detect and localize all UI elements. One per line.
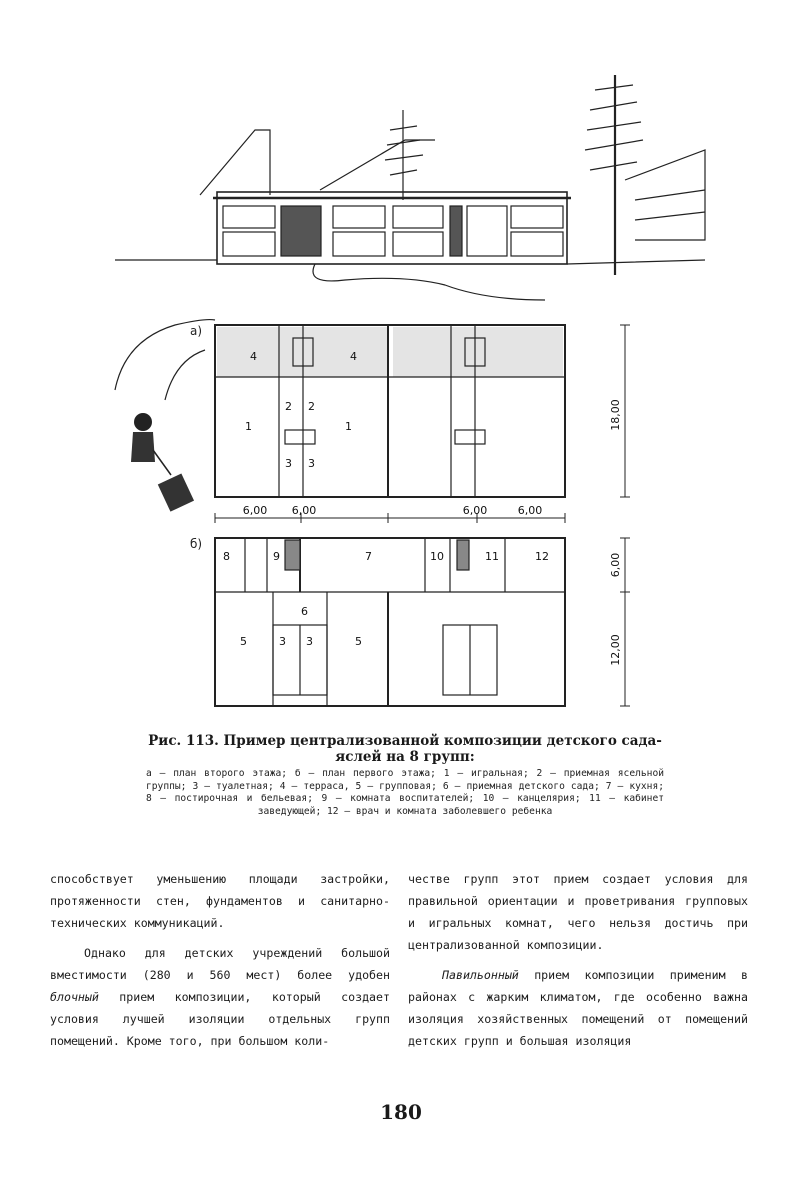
background-building-middle [319,139,435,191]
svg-text:6: 6 [301,605,308,618]
person-figure [131,413,195,512]
plan-a-label: а) [190,324,202,338]
svg-text:12: 12 [535,550,549,563]
plan-b [214,537,566,707]
svg-text:6,00: 6,00 [292,504,317,517]
svg-text:1: 1 [245,420,252,433]
paragraph-left-2: Однако для детских учреждений большой вм… [50,946,390,1048]
tree-right [584,75,644,275]
svg-text:9: 9 [273,550,280,563]
svg-text:3: 3 [306,635,313,648]
svg-text:3: 3 [279,635,286,648]
paragraph-right-2: Павильонный прием композиции применим в … [408,968,748,1048]
paragraph-left-1: способствует уменьшению площади застройк… [50,872,390,930]
page-number: 180 [380,1100,422,1124]
background-building-right [624,149,706,241]
svg-text:3: 3 [285,457,292,470]
paragraph-right-1: честве групп этот прием создает условия … [408,872,748,952]
svg-text:7: 7 [365,550,372,563]
svg-text:1: 1 [345,420,352,433]
svg-text:5: 5 [355,635,362,648]
svg-text:8: 8 [223,550,230,563]
emphasis-blochny: блочный [50,990,99,1004]
architectural-drawing: а) 4 4 1 1 2 2 3 3 [114,75,706,707]
terrace-right [393,327,563,377]
terrace-left [217,327,387,377]
dimension-widths: 6,00 6,00 6,00 6,00 [243,504,543,517]
svg-text:4: 4 [350,350,357,363]
plan-b-label: б) [190,537,202,551]
figure-caption: Рис. 113. Пример централизованной композ… [140,733,670,818]
plan-b-room-labels: 8 9 7 10 11 12 6 5 5 3 3 [223,550,549,648]
svg-text:6,00: 6,00 [518,504,543,517]
svg-text:2: 2 [308,400,315,413]
svg-text:3: 3 [308,457,315,470]
svg-text:6,00: 6,00 [243,504,268,517]
caption-title: Рис. 113. Пример централизованной композ… [148,733,662,765]
svg-text:6,00: 6,00 [463,504,488,517]
dimension-height-b-top: 6,00 [609,553,622,578]
dimension-height-b-bottom: 12,00 [609,634,622,666]
emphasis-pavilonny: Павильонный [442,968,519,982]
svg-text:4: 4 [250,350,257,363]
path-curve [312,263,546,301]
dimension-height-a: 18,00 [609,399,622,431]
text-column-right: честве групп этот прием создает условия … [408,868,748,1052]
svg-text:2: 2 [285,400,292,413]
text-column-left: способствует уменьшению площади застройк… [50,868,390,1052]
background-building-left [199,129,271,196]
svg-text:11: 11 [485,550,499,563]
ground-line [115,259,706,265]
plan-a-room-labels: 4 4 1 1 2 2 3 3 [245,350,357,470]
svg-text:10: 10 [430,550,444,563]
svg-text:5: 5 [240,635,247,648]
caption-legend: а — план второго этажа; б — план первого… [146,768,664,817]
path-left [114,318,216,391]
plan-a [214,324,566,498]
tree-middle [384,110,424,200]
building-facade [213,191,571,265]
figure-illustration: а) 4 4 1 1 2 2 3 3 [105,70,715,720]
